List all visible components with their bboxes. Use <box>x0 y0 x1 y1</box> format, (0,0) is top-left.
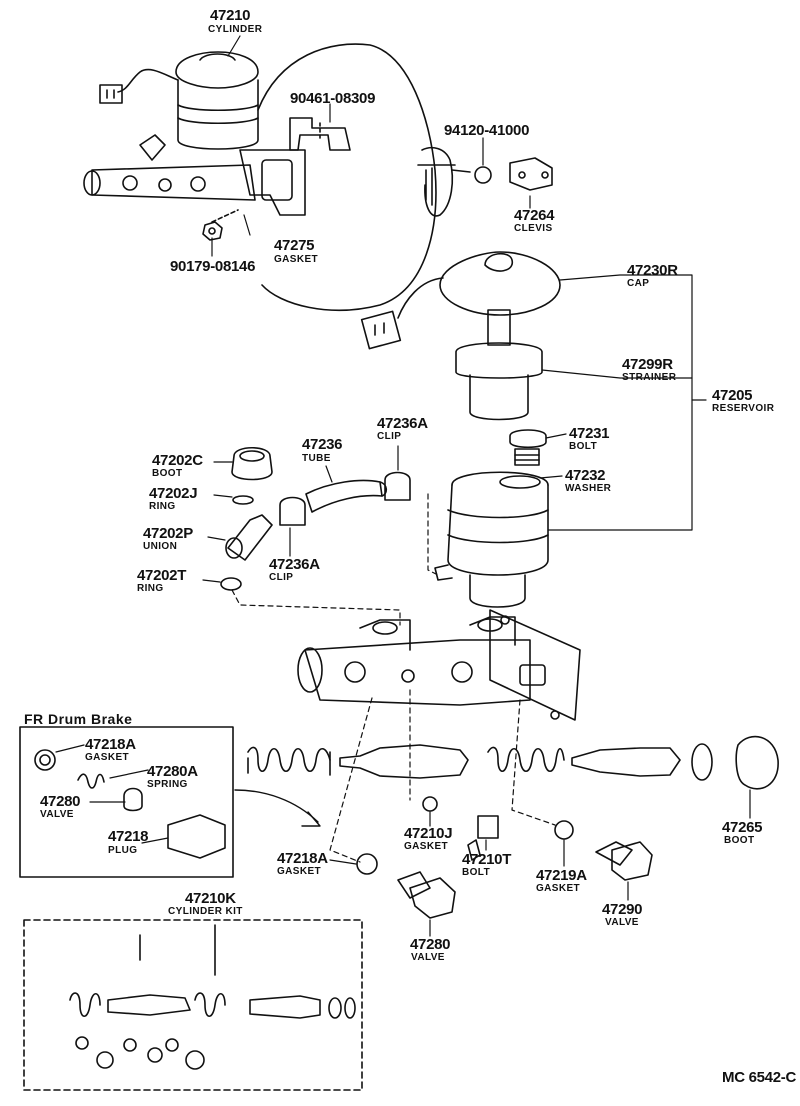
label-47265-name: BOOT <box>724 835 755 846</box>
fr-label-47280a-name: SPRING <box>147 779 188 790</box>
clip-upper <box>385 473 410 501</box>
label-47210j-name: GASKET <box>404 841 449 852</box>
gasket-47219a <box>555 821 573 839</box>
fr-drum-brake-heading: FR Drum Brake <box>24 711 133 727</box>
label-47202t-number: 47202T <box>137 567 187 584</box>
label-47232-number: 47232 <box>565 467 606 484</box>
label-47205-number: 47205 <box>712 387 753 404</box>
label-47202t-name: RING <box>137 583 164 594</box>
union-47202p <box>226 515 272 560</box>
label-47290-name: VALVE <box>605 917 639 928</box>
label-47202p-number: 47202P <box>143 525 193 542</box>
fr-label-47218-number: 47218 <box>108 828 149 845</box>
label-47202j-name: RING <box>149 501 176 512</box>
reservoir-cap-exploded <box>362 252 560 349</box>
label-90461-number: 90461-08309 <box>290 90 376 107</box>
tube-47236 <box>306 481 386 513</box>
boot-47202c <box>232 448 272 480</box>
label-47210k-name: CYLINDER KIT <box>168 906 243 917</box>
ring-47202t <box>221 578 241 590</box>
label-47236a-bottom-number: 47236A <box>269 556 320 573</box>
label-47205-name: RESERVOIR <box>712 403 775 414</box>
label-47219a-name: GASKET <box>536 883 581 894</box>
label-47210-number: 47210 <box>210 7 251 24</box>
label-47202c-name: BOOT <box>152 468 183 479</box>
label-47264-number: 47264 <box>514 207 555 224</box>
label-94120-number: 94120-41000 <box>444 122 530 139</box>
label-47230r-number: 47230R <box>627 262 678 279</box>
label-47202p-name: UNION <box>143 541 178 552</box>
reference-code: MC 6542-C <box>722 1069 796 1086</box>
master-cylinder-body <box>298 610 580 720</box>
label-47299r-name: STRAINER <box>622 372 677 383</box>
label-47236a-bottom-name: CLIP <box>269 572 294 583</box>
fr-label-47280a-number: 47280A <box>147 763 198 780</box>
cup-ring <box>692 744 712 780</box>
ring-47202j <box>233 496 253 504</box>
label-47275-name: GASKET <box>274 254 319 265</box>
label-47210k-number: 47210K <box>185 890 236 907</box>
label-47202c-number: 47202C <box>152 452 203 469</box>
strainer <box>456 343 542 420</box>
reservoir-bolt <box>510 430 546 465</box>
label-90179-number: 90179-08146 <box>170 258 256 275</box>
fr-label-47218-name: PLUG <box>108 845 138 856</box>
label-47280-number: 47280 <box>410 936 451 953</box>
label-47236a-top-number: 47236A <box>377 415 428 432</box>
label-47299r-number: 47299R <box>622 356 673 373</box>
bolt-47210t <box>468 816 498 860</box>
valve-47280 <box>398 872 455 918</box>
boot-47265-shape <box>736 737 778 789</box>
cylinder-kit-box <box>24 920 362 1090</box>
label-47264-name: CLEVIS <box>514 223 553 234</box>
fr-label-47280-number: 47280 <box>40 793 81 810</box>
cylinder-kit-parts <box>70 925 355 1069</box>
label-47230r-name: CAP <box>627 278 650 289</box>
leader-lines <box>56 36 750 936</box>
reservoir-body <box>435 472 548 607</box>
springs-and-pistons <box>248 737 778 789</box>
label-47290-number: 47290 <box>602 901 643 918</box>
fr-label-47280-name: VALVE <box>40 809 74 820</box>
label-47236-number: 47236 <box>302 436 343 453</box>
fr-box-parts <box>35 750 225 858</box>
assembled-master-cylinder <box>84 52 350 240</box>
assembly-dashed-lines <box>232 494 555 862</box>
clip-lower <box>280 498 305 526</box>
clevis-and-nut <box>475 158 552 190</box>
label-47275-number: 47275 <box>274 237 315 254</box>
fr-label-47218a-name: GASKET <box>85 752 130 763</box>
label-47218a-number: 47218A <box>277 850 328 867</box>
label-47231-name: BOLT <box>569 441 598 452</box>
label-47210t-name: BOLT <box>462 867 491 878</box>
label-47280-name: VALVE <box>411 952 445 963</box>
label-47210t-number: 47210T <box>462 851 512 868</box>
label-47219a-number: 47219A <box>536 867 587 884</box>
label-47236a-top-name: CLIP <box>377 431 402 442</box>
label-47232-name: WASHER <box>565 483 612 494</box>
label-47210-name: CYLINDER <box>208 24 263 35</box>
fr-drum-brake-box <box>20 727 233 877</box>
label-47231-number: 47231 <box>569 425 610 442</box>
fr-label-47218a-number: 47218A <box>85 736 136 753</box>
gasket-47218a <box>357 854 377 874</box>
gasket-47210j <box>423 797 437 811</box>
label-47265-number: 47265 <box>722 819 763 836</box>
brake-booster <box>258 44 470 310</box>
label-47218a-name: GASKET <box>277 866 322 877</box>
label-47202j-number: 47202J <box>149 485 198 502</box>
valve-47290 <box>596 842 652 880</box>
label-47210j-number: 47210J <box>404 825 453 842</box>
fr-detail-arrow <box>235 790 318 822</box>
label-47236-name: TUBE <box>302 453 331 464</box>
